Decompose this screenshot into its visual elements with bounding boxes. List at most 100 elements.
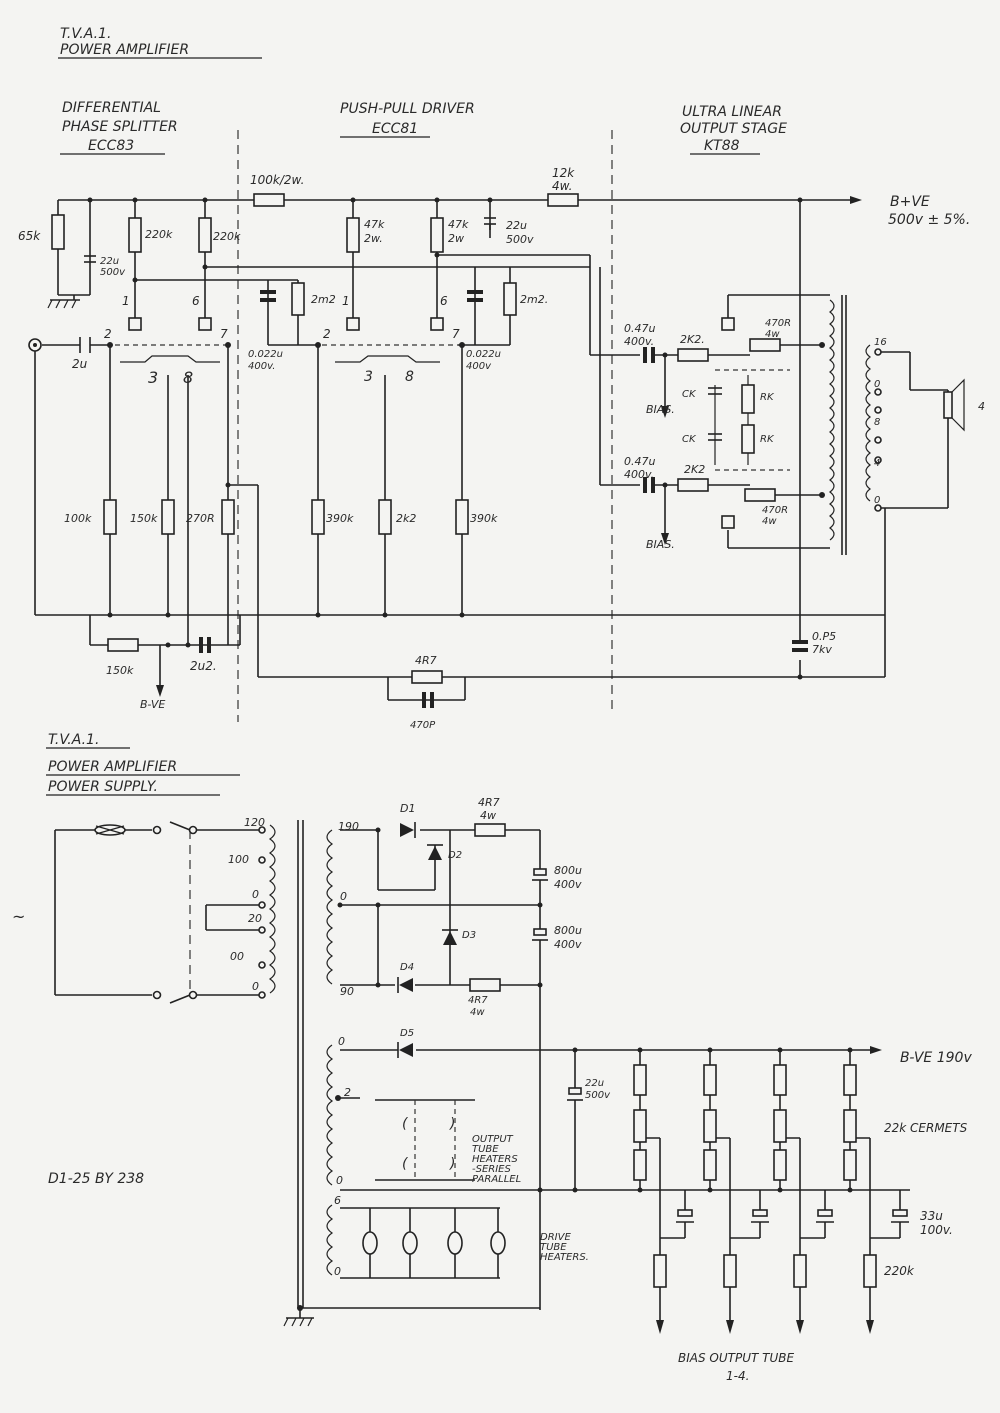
note-drive: DRIVE xyxy=(540,1232,571,1243)
resistor-470r-b xyxy=(744,488,776,502)
label-tap-120: 120 xyxy=(244,816,265,829)
psu-capacitors xyxy=(532,868,909,1223)
resistor-2m2-a xyxy=(291,282,305,316)
label-2k2-b: 2K2 xyxy=(684,463,705,476)
label-47k-a: 47k xyxy=(364,218,385,231)
label-400v-b: 400v xyxy=(466,361,492,372)
label-0022-b: 0.022u xyxy=(466,349,501,360)
amp-capacitors xyxy=(79,217,808,708)
label-150k-b: 150k xyxy=(106,664,134,677)
resistor-220k-3 xyxy=(793,1254,807,1288)
resistor-2k2 xyxy=(378,499,392,535)
label-d1: D1 xyxy=(400,802,415,815)
label-speaker-ohms: 4 xyxy=(978,400,985,413)
cermet-4 xyxy=(843,1109,857,1143)
label-tap-0-primary: 0 xyxy=(252,888,259,901)
label-500v-b: 500v xyxy=(506,233,534,246)
resistor-bias-4-top xyxy=(843,1064,857,1096)
label-tap-16: 16 xyxy=(874,337,887,348)
resistor-rk-b xyxy=(741,424,755,454)
label-800u-b: 800u xyxy=(554,924,582,937)
amp-wiring xyxy=(34,196,949,701)
label-220k-bias: 220k xyxy=(884,1264,915,1278)
resistor-100k xyxy=(103,499,117,535)
label-400v-800-a: 400v xyxy=(554,878,582,891)
psu-title: T.V.A.1. xyxy=(48,732,99,748)
resistor-12k xyxy=(547,193,579,207)
label-pin-3-b: 3 xyxy=(364,369,373,385)
label-sec-0: 0 xyxy=(340,890,347,903)
resistor-220k-4 xyxy=(863,1254,877,1288)
note-drive-tube: TUBE xyxy=(540,1242,567,1253)
label-bias-1-4: 1-4. xyxy=(726,1369,749,1383)
psu-diodes: D1 D2 D3 D4 D5 xyxy=(397,802,476,1058)
label-22k-cermets: 22k CERMETS xyxy=(884,1121,968,1135)
label-pin-7-a: 7 xyxy=(220,327,228,341)
label-pin-2-a: 2 xyxy=(104,327,112,341)
label-b-minus-190: B-VE 190v xyxy=(900,1050,972,1066)
heater-glyph-2: ( xyxy=(402,1156,408,1172)
tube-ecc81-plate-6 xyxy=(430,317,444,331)
capacitor-22u-a xyxy=(84,255,96,263)
label-100v: 100v. xyxy=(920,1223,953,1237)
resistor-4r7 xyxy=(411,670,443,684)
diode-d4 xyxy=(399,978,413,992)
output-transformer xyxy=(829,295,882,555)
resistor-65k xyxy=(51,214,65,250)
heater-glyph-3: ) xyxy=(449,1116,455,1132)
label-65k: 65k xyxy=(18,229,41,243)
resistor-220k-b xyxy=(198,217,212,253)
label-500v-bias: 500v xyxy=(585,1090,611,1101)
capacitor-33u-3 xyxy=(816,1209,834,1223)
mains-transformer-core xyxy=(283,820,314,1327)
label-220k-a: 220k xyxy=(145,228,173,241)
input-jack xyxy=(28,338,42,352)
section-driver-2: ECC81 xyxy=(372,121,418,137)
resistor-psu-4r7-b xyxy=(469,978,501,992)
resistor-2k2-b xyxy=(677,478,709,492)
label-800u-a: 800u xyxy=(554,864,582,877)
resistor-2m2-b xyxy=(503,282,517,316)
label-400v-a: 400v. xyxy=(248,361,275,372)
resistor-220k-a xyxy=(128,217,142,253)
section-dividers xyxy=(237,130,613,722)
resistor-47k-a xyxy=(346,217,360,253)
label-tap-4: 4 xyxy=(874,458,880,469)
label-2u: 2u xyxy=(72,357,88,371)
capacitor-047-b xyxy=(643,477,655,493)
label-bias-tap-0: 0 xyxy=(338,1035,345,1048)
diode-d5 xyxy=(399,1043,413,1057)
label-ck-a: CK xyxy=(682,389,697,400)
diode-d3 xyxy=(443,931,457,945)
label-bias-b: BIAS. xyxy=(646,538,675,551)
label-100k: 100k xyxy=(64,512,92,525)
heater-secondary: 6 0 DRIVE TUBE HEATERS. xyxy=(326,1194,589,1278)
label-pin-2-b: 2 xyxy=(323,327,331,341)
label-400v-047-a: 400v. xyxy=(624,335,654,348)
label-12k: 12k xyxy=(552,166,575,180)
resistor-100k-2w xyxy=(253,193,285,207)
label-4w-470r-b: 4w xyxy=(762,516,777,527)
label-470r-a: 470R xyxy=(765,318,791,329)
label-psu-4r7-b: 4R7 xyxy=(468,995,488,1006)
hv-secondary: 190 0 90 xyxy=(326,820,543,998)
drive-heater-4 xyxy=(490,1231,506,1255)
tube-ecc83-plate-1 xyxy=(128,317,142,331)
label-tap-00: 00 xyxy=(230,950,244,963)
amp-resistors xyxy=(51,193,781,684)
label-400v-800-b: 400v xyxy=(554,938,582,951)
label-d3: D3 xyxy=(462,930,476,941)
capacitor-33u-2 xyxy=(751,1209,769,1223)
label-22u-bias: 22u xyxy=(585,1078,604,1089)
capacitor-800u-b xyxy=(532,928,548,941)
label-390k-b: 390k xyxy=(470,512,498,525)
capacitor-22u-bias xyxy=(567,1087,583,1101)
mains-switch xyxy=(152,825,198,1000)
label-100k-2w: 100k/2w. xyxy=(250,173,304,187)
cermet-3 xyxy=(773,1109,787,1143)
resistor-220k-2 xyxy=(723,1254,737,1288)
resistor-220k-1 xyxy=(653,1254,667,1288)
label-220k-b: 220k xyxy=(213,230,241,243)
label-0p5: 0.P5 xyxy=(812,630,836,643)
label-psu-4w-b: 4w xyxy=(470,1007,485,1018)
